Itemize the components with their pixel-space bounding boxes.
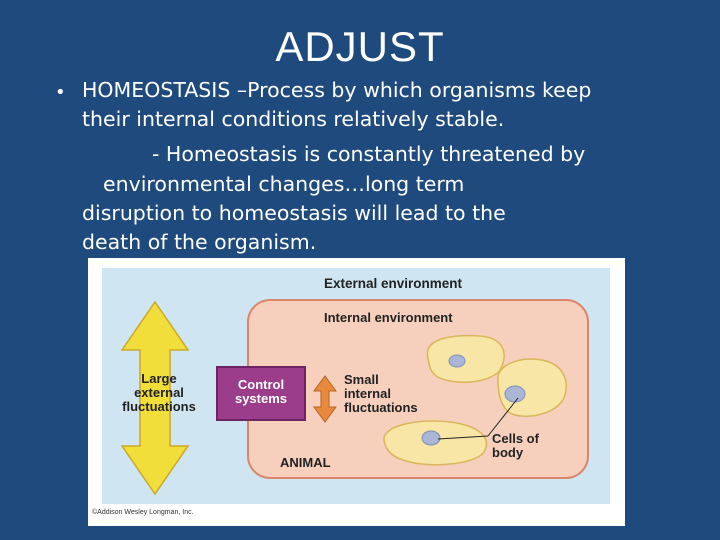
body-line-6: death of the organism.	[82, 230, 317, 254]
body-line-5: disruption to homeostasis will lead to t…	[82, 201, 506, 225]
small-fluctuations-label: Small internal fluctuations	[344, 372, 418, 415]
pointer-line-1	[437, 435, 489, 440]
body-line-4: environmental changes…long term	[103, 172, 465, 196]
nucleus-bottom	[421, 430, 441, 446]
copyright-notice: ©Addison Wesley Longman, Inc.	[92, 509, 194, 516]
cells-of-body-label: Cells of body	[492, 431, 539, 460]
external-environment-label: External environment	[324, 276, 463, 291]
nucleus-right	[504, 385, 526, 403]
small-double-arrow-icon	[313, 375, 337, 423]
diagram-graphics	[102, 268, 610, 504]
control-systems-label: Control systems	[234, 377, 288, 406]
large-double-arrow-icon	[120, 300, 190, 496]
internal-environment-label: Internal environment	[324, 310, 453, 325]
body-line-1: HOMEOSTASIS –Process by which organisms …	[82, 78, 592, 102]
nucleus-top	[448, 354, 466, 368]
control-systems-box: Control systems	[216, 366, 306, 421]
cell-top	[426, 334, 505, 383]
bullet-symbol: •	[55, 82, 66, 103]
homeostasis-diagram: External environment Internal environmen…	[88, 258, 625, 526]
slide-title: ADJUST	[275, 23, 445, 70]
animal-label: ANIMAL	[280, 455, 331, 470]
body-line-3: - Homeostasis is constantly threatened b…	[152, 142, 586, 166]
body-line-2: their internal conditions relatively sta…	[82, 107, 505, 131]
pointer-line-2	[487, 397, 519, 437]
large-fluctuations-label: Large external fluctuations	[122, 371, 196, 414]
